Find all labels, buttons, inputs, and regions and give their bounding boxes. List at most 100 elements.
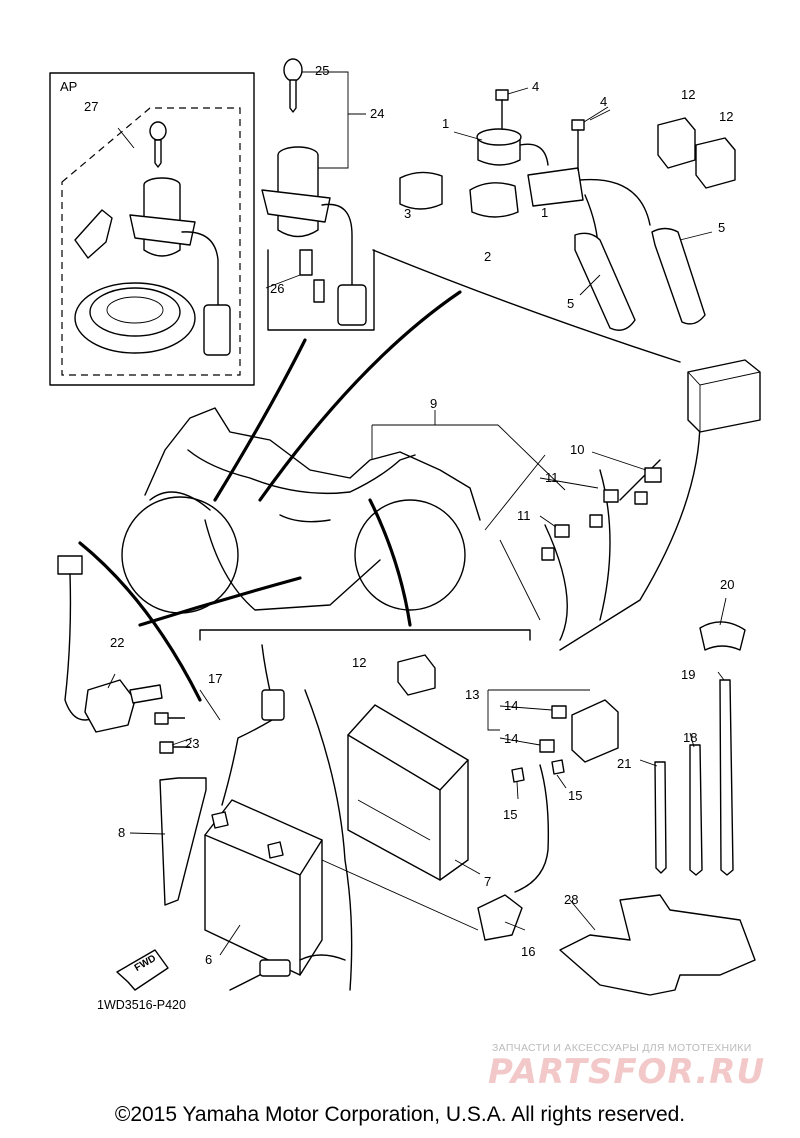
callout-1b: 1: [541, 205, 549, 220]
ap-group-label: AP: [60, 79, 78, 94]
relay-12c: [397, 654, 436, 696]
lead-16: [514, 764, 550, 893]
callout-21: 21: [617, 756, 632, 771]
callout-2: 2: [484, 249, 492, 264]
leader-24: [318, 113, 366, 169]
fwd-arrow-icon: [116, 949, 169, 991]
callout-11b: 11: [517, 508, 531, 523]
group-line-left: [78, 541, 202, 702]
callout-23: 23: [185, 736, 200, 751]
harness-lines: [544, 419, 701, 651]
callout-leaders: [107, 87, 727, 956]
connector-misc-2: [589, 514, 603, 528]
callout-12c: 12: [352, 655, 367, 670]
callout-20: 20: [720, 577, 735, 592]
callout-18: 18: [683, 730, 698, 745]
battery-6: [204, 799, 323, 976]
relay-3: [399, 171, 443, 210]
connector-misc-1: [634, 491, 648, 505]
copyright-notice: ©2015 Yamaha Motor Corporation, U.S.A. A…: [114, 1103, 686, 1126]
relay-12a: [657, 117, 696, 169]
ap-bracket: [74, 209, 113, 259]
callout-1a: 1: [442, 116, 450, 131]
battery-case-7: [347, 704, 469, 881]
callout-11a: 11: [545, 470, 559, 485]
ignition-group-bracket: [267, 249, 375, 331]
connector-misc-3: [541, 547, 555, 561]
motorcycle-outline: [121, 407, 481, 614]
callout-14a: 14: [504, 698, 519, 713]
battery-band-8: [159, 777, 207, 906]
connector-11b: [554, 524, 570, 538]
battery-link-line: [321, 859, 479, 931]
cable-long: [304, 689, 353, 991]
wire-harness: [187, 449, 416, 495]
ignition-coil-rear: [527, 167, 651, 261]
bolt-4b: [571, 119, 585, 171]
tie-21: [654, 761, 667, 874]
callout-25: 25: [315, 63, 330, 78]
callout-24: 24: [370, 106, 385, 121]
connector-10: [644, 467, 662, 483]
bolt-4a: [495, 89, 509, 129]
callout-9: 9: [430, 396, 438, 411]
callout-14b: 14: [504, 731, 519, 746]
ap-key: [149, 121, 167, 168]
callout-19: 19: [681, 667, 696, 682]
group-line-right: [368, 498, 412, 627]
main-switch-24: [261, 146, 367, 326]
callout-16: 16: [521, 944, 536, 959]
callout-12a: 12: [681, 87, 696, 102]
wire-clamp-20: [699, 621, 746, 651]
bolt-15b: [551, 759, 565, 775]
key-25: [283, 58, 303, 113]
ignition-coil-front: [476, 128, 549, 166]
sensor-22: [57, 555, 163, 733]
callout-7: 7: [484, 874, 492, 889]
bracket-13: [487, 689, 590, 731]
junction-box: [687, 359, 761, 433]
callout-15a: 15: [503, 807, 518, 822]
callout-13: 13: [465, 687, 480, 702]
watermark-logo: PARTSFOR.RU: [488, 1052, 766, 1092]
ap-main-switch: [129, 177, 231, 356]
screw-23a: [154, 712, 185, 725]
callout-15b: 15: [568, 788, 583, 803]
callout-27: 27: [84, 99, 99, 114]
boot-16: [477, 894, 523, 941]
callout-4b: 4: [600, 94, 608, 109]
group-line-center: [258, 290, 462, 502]
plug-cap-5b: [651, 227, 706, 325]
bolt-15a: [511, 767, 525, 783]
relay-12b: [695, 137, 736, 189]
callout-22: 22: [110, 635, 125, 650]
harness-bracket-9: [371, 410, 566, 491]
watermark-tagline: ЗАПЧАСТИ И АКСЕССУАРЫ ДЛЯ МОТОТЕХНИКИ: [492, 1042, 752, 1054]
ap-kit-dashed-outline: [61, 107, 241, 376]
leader-25: [302, 71, 349, 114]
callout-6: 6: [205, 952, 213, 967]
battery-group-bracket: [199, 629, 531, 641]
starter-relay: [539, 699, 619, 763]
callout-5a: 5: [718, 220, 726, 235]
plug-cap-5a: [574, 232, 636, 331]
fuse-holder: [261, 689, 285, 721]
callout-10: 10: [570, 442, 585, 457]
group-line-mid: [138, 576, 302, 627]
tie-18: [689, 744, 703, 876]
lead-17: [221, 644, 273, 806]
ap-fuel-cap: [74, 282, 196, 354]
coil-group-bracket: [372, 249, 681, 363]
screw-23b: [159, 741, 190, 754]
callout-8: 8: [118, 825, 126, 840]
callout-17: 17: [208, 671, 223, 686]
callout-5b: 5: [567, 296, 575, 311]
tie-19: [719, 679, 734, 876]
diagram-code: 1WD3516-P420: [97, 998, 186, 1012]
callout-3: 3: [404, 206, 412, 221]
ap-kit-frame: [49, 72, 255, 386]
callout-26: 26: [270, 281, 285, 296]
plate-28: [559, 894, 756, 996]
